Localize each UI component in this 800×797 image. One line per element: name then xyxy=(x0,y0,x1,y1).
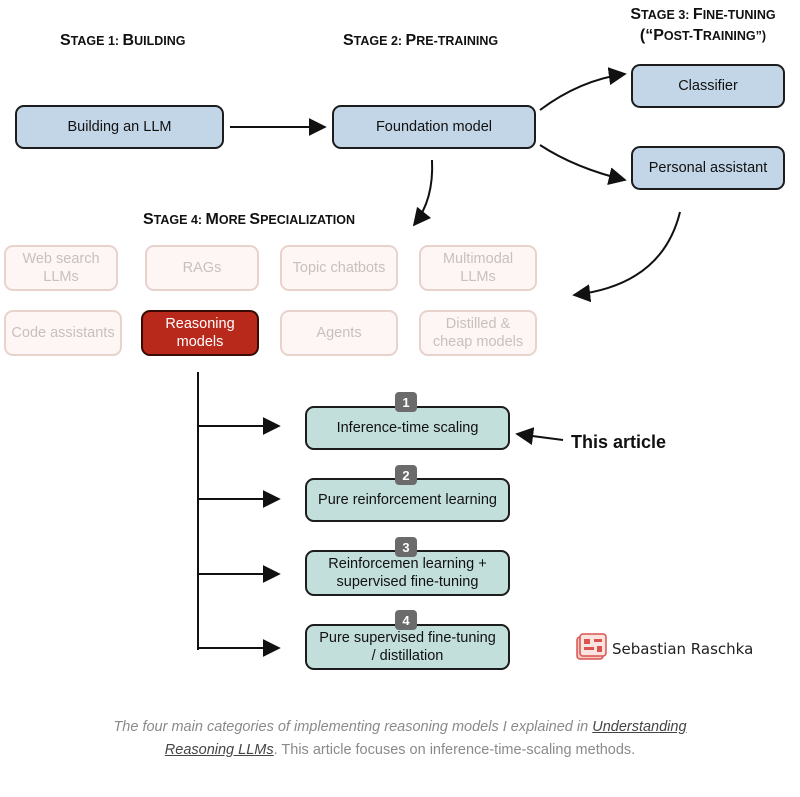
method-1-badge: 1 xyxy=(395,392,417,412)
building-llm-node: Building an LLM xyxy=(15,105,224,149)
stage-4-heading: Stage 4: More Specialization xyxy=(143,211,355,228)
method-2-pure-rl: Pure reinforcement learning xyxy=(305,478,510,522)
method-1-inference-time-scaling: Inference-time scaling xyxy=(305,406,510,450)
stage-3-heading: Stage 3: Fine-tuning (“Post-Training”) xyxy=(618,6,788,45)
method-4-pure-sft-distillation: Pure supervised fine-tuning/ distillatio… xyxy=(305,624,510,670)
code-assistants-node: Code assistants xyxy=(4,310,122,356)
understanding-reasoning-llms-link[interactable]: Understanding Reasoning LLMs xyxy=(164,719,687,758)
foundation-model-node: Foundation model xyxy=(332,105,536,149)
distilled-cheap-models-node: Distilled &cheap models xyxy=(419,310,537,356)
arrow-this-article xyxy=(515,427,564,446)
topic-chatbots-node: Topic chatbots xyxy=(280,245,398,291)
stage-3-line-2: (“Post-Training”) xyxy=(639,27,767,44)
method-3-badge: 3 xyxy=(395,537,417,557)
personal-assistant-node: Personal assistant xyxy=(631,146,785,190)
author-name: Sebastian Raschka xyxy=(612,640,754,658)
arrow-foundation-to-assistant xyxy=(539,144,627,185)
agents-node: Agents xyxy=(280,310,398,356)
method-2-badge: 2 xyxy=(395,465,417,485)
this-article-label: This article xyxy=(571,432,667,452)
method-4-badge: 4 xyxy=(395,610,417,630)
arrow-assistant-to-specialization xyxy=(572,211,681,303)
rags-node: RAGs xyxy=(145,245,259,291)
stage-2-heading: Stage 2: Pre-training xyxy=(343,32,499,49)
arrow-foundation-to-stage4 xyxy=(412,159,434,227)
stage-3-line-1: Stage 3: Fine-tuning xyxy=(630,6,776,23)
arrow-foundation-to-classifier xyxy=(539,67,627,111)
stage-1-heading: Stage 1: Building xyxy=(60,32,186,49)
figure-caption: The four main categories of implementing… xyxy=(113,719,687,758)
classifier-node: Classifier xyxy=(631,64,785,108)
